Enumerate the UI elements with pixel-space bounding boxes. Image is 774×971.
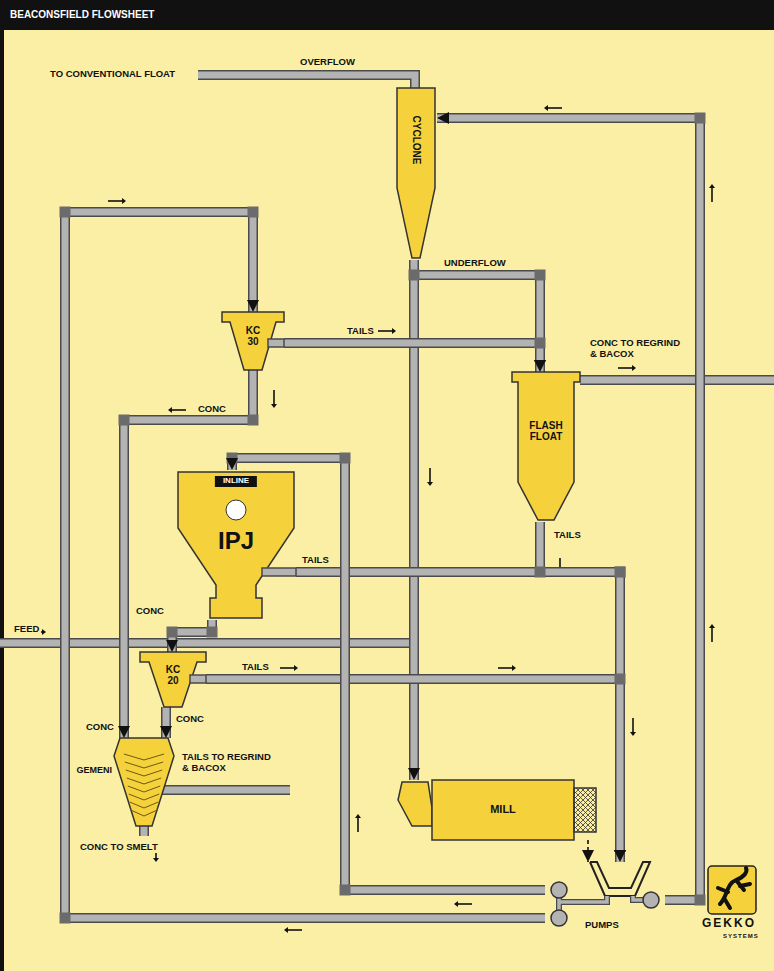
destination-label: CONC TO REGRIND & BACOX [588,338,688,360]
stream-label: FEED [12,624,41,635]
gemeni-table: GEMENI [114,738,174,826]
diagram-title: BEACONSFIELD FLOWSHEET [10,9,154,20]
pipe-connector [588,840,589,862]
inline-pressure-jig: INLINE IPJ [176,470,296,620]
overflow-pipe [198,75,415,90]
flash-conc-pipe [580,380,774,381]
flow-arrows [28,105,715,933]
pipe-connector [166,707,167,738]
frame-edge [0,0,4,971]
stream-label: UNDERFLOW [442,258,508,269]
equipment-label: KC 20 [163,664,183,686]
equipment-label: KC 30 [243,325,263,347]
ball-mill: MILL [398,780,598,840]
equipment-label: CYCLONE [411,116,422,165]
brand-name: GEKKO [700,917,758,931]
equipment-label: FLASH FLOAT [519,420,573,442]
kc30-concentrator: KC 30 [222,312,284,370]
kc20-concentrator: KC 20 [140,652,206,707]
equipment-label: MILL [432,803,574,815]
stream-label: OVERFLOW [298,57,357,68]
destination-label: CONC TO SMELT [78,842,160,853]
pump-set: PUMPS [545,862,665,937]
equipment-label: INLINE [215,476,257,487]
gemeni-tails-pipe [160,790,290,791]
stream-label: CONC [84,722,116,733]
pipe-connector [284,338,546,373]
stream-label: TAILS [345,326,376,337]
destination-label: TO CONVENTIONAL FLOAT [48,69,177,80]
pipe-connector [167,620,218,652]
stream-label: CONC [134,606,166,617]
destination-label: TAILS TO REGRIND & BACOX [180,752,280,774]
equipment-label: GEMENI [76,766,112,776]
stream-label: TAILS [240,662,271,673]
stream-label: TAILS [300,555,331,566]
stream-label: TAILS [552,530,583,541]
gekko-logo [708,866,756,914]
stream-label: CONC [196,404,228,415]
cyclone: CYCLONE [395,88,437,260]
equipment-sublabel: IPJ [176,528,296,554]
equipment-label: PUMPS [585,920,619,930]
gemeni-table-outline [114,738,174,826]
title-bar [0,0,774,30]
flash-float-cell: FLASH FLOAT [512,372,580,522]
pipe-connector [409,260,546,372]
cyclone-outline [395,88,437,260]
flash-float-cell-outline [512,372,580,522]
brand-subtitle: SYSTEMS [721,933,761,940]
stream-label: CONC [174,714,206,725]
